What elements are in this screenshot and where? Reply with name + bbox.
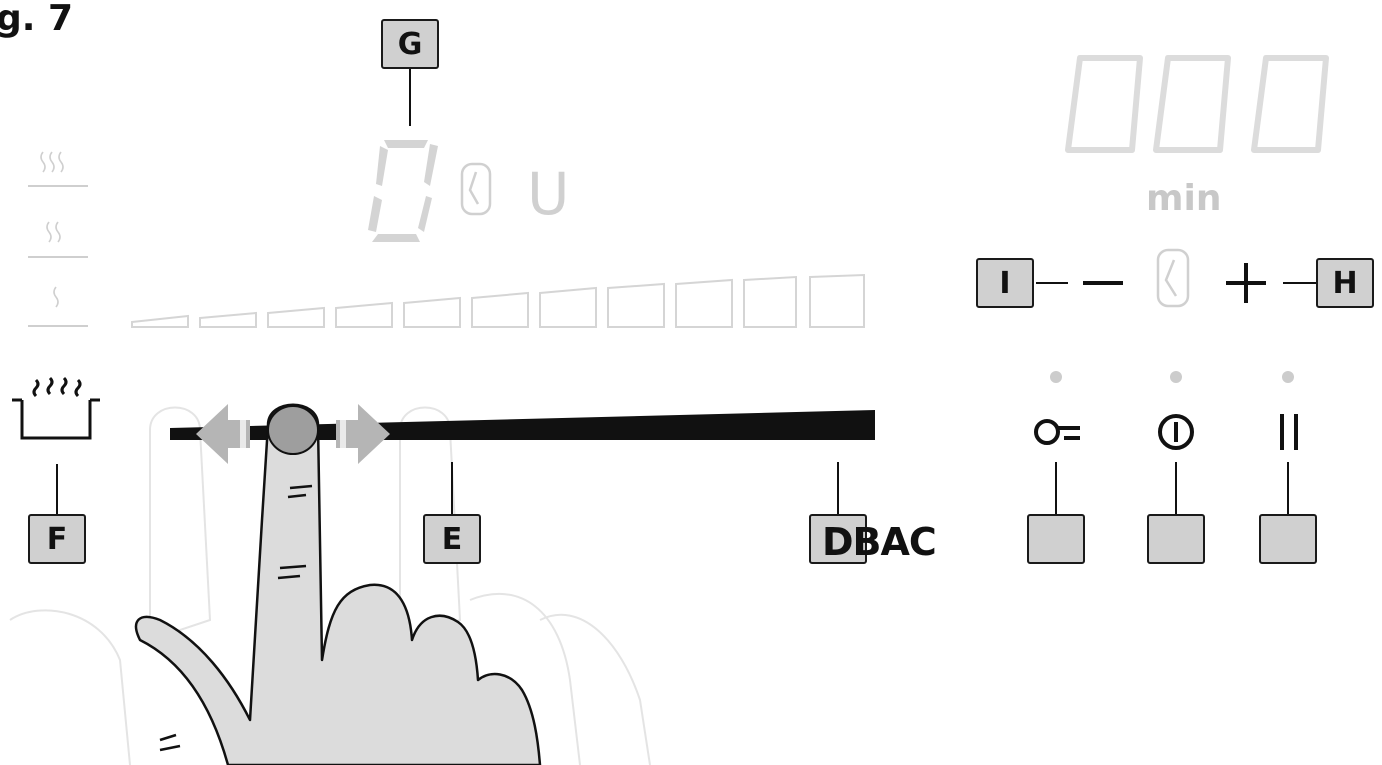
callout-dbac: DBAC (822, 520, 937, 564)
heat-wave-1-icon (53, 286, 59, 308)
figure-title: g. 7 (0, 0, 74, 39)
callout-e: E (423, 514, 481, 564)
callout-d-box (809, 514, 867, 564)
hand-finger-icon (9, 406, 651, 765)
status-led (1282, 371, 1294, 383)
power-level-digit (368, 140, 438, 242)
heat-waves-2-icon (46, 221, 61, 243)
callout-power (1147, 514, 1205, 564)
slide-arrows (196, 404, 390, 464)
pause-icon[interactable] (1280, 414, 1298, 450)
callout-i: I (976, 258, 1034, 308)
callout-g: G (381, 19, 439, 69)
hand-finger-icon (134, 403, 542, 765)
plus-icon[interactable] (1226, 263, 1266, 303)
key-lock-icon[interactable] (1034, 419, 1080, 445)
callout-pause (1259, 514, 1317, 564)
timer-clock-icon (460, 162, 492, 216)
timer-unit-label: min (1146, 178, 1222, 219)
heat-waves-3-icon (40, 151, 64, 173)
status-led (1050, 371, 1062, 383)
timer-digits (1065, 55, 1329, 153)
callout-h: H (1316, 258, 1374, 308)
callout-f: F (28, 514, 86, 564)
power-level-segments (131, 273, 865, 328)
pot-steam-icon[interactable] (12, 376, 100, 440)
status-led (1170, 371, 1182, 383)
power-suffix-label: U (527, 160, 570, 228)
callout-key-lock (1027, 514, 1085, 564)
timer-clock-icon (1156, 248, 1190, 308)
power-icon[interactable] (1158, 414, 1194, 450)
